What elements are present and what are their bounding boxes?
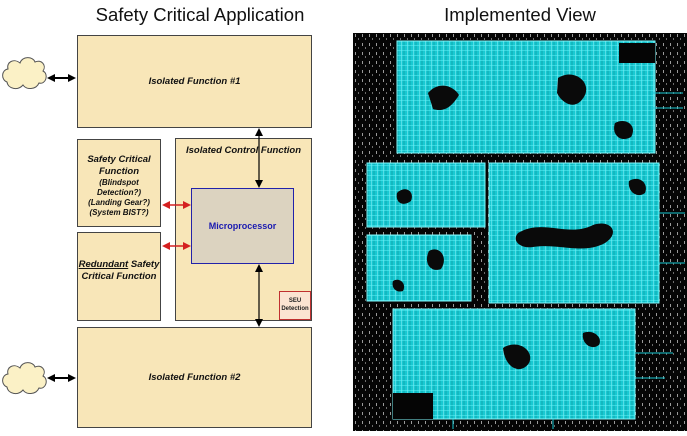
safety-critical-function-box: Safety Critical Function (Blindspot Dete… [77,139,161,227]
microprocessor-label: Microprocessor [208,221,277,231]
left-panel-title: Safety Critical Application [95,4,305,25]
safety-critical-function-label: Safety Critical Function (Blindspot Dete… [78,154,160,218]
seu-detection-box: SEU Detection [279,291,311,320]
fpga-layout-graphic [353,33,687,431]
layout-region-middle-left [366,162,486,228]
isolated-control-function-label: Isolated Control Function [185,145,302,156]
right-panel-title: Implemented View [444,4,596,25]
safety-critical-item-3: (System BIST?) [89,207,149,217]
isolated-function-1-box: Isolated Function #1 [77,35,312,128]
cloud-icon-bottom [2,362,47,395]
safety-critical-item-1: (Blindspot Detection?) [97,177,141,197]
safety-critical-item-2: (Landing Gear?) [88,197,150,207]
seu-detection-label: SEU Detection [281,298,308,312]
implemented-view-image [353,33,687,431]
seu-line1: SEU [288,298,302,305]
cloud-icon-top [2,57,47,90]
microprocessor-box: Microprocessor [191,188,294,264]
redundant-function-box: Redundant Safety Critical Function [77,232,161,321]
isolated-function-1-label: Isolated Function #1 [148,76,241,87]
layout-region-top [396,40,683,154]
safety-critical-title-line1: Safety Critical [87,154,151,165]
redundant-title-line2: Critical Function [81,270,157,282]
isolated-function-2-label: Isolated Function #2 [148,372,241,383]
redundant-title-underlined: Redundant [78,259,129,270]
layout-region-right [488,162,685,304]
layout-region-bottom [392,308,673,429]
safety-critical-title-line2: Function [98,165,140,177]
redundant-function-label: Redundant Safety Critical Function [78,259,160,283]
isolated-function-2-box: Isolated Function #2 [77,327,312,428]
layout-region-lower-left [366,234,472,302]
seu-line2: Detection [281,305,309,312]
redundant-title-rest: Safety [128,259,160,270]
diagram-connectors [2,57,263,395]
